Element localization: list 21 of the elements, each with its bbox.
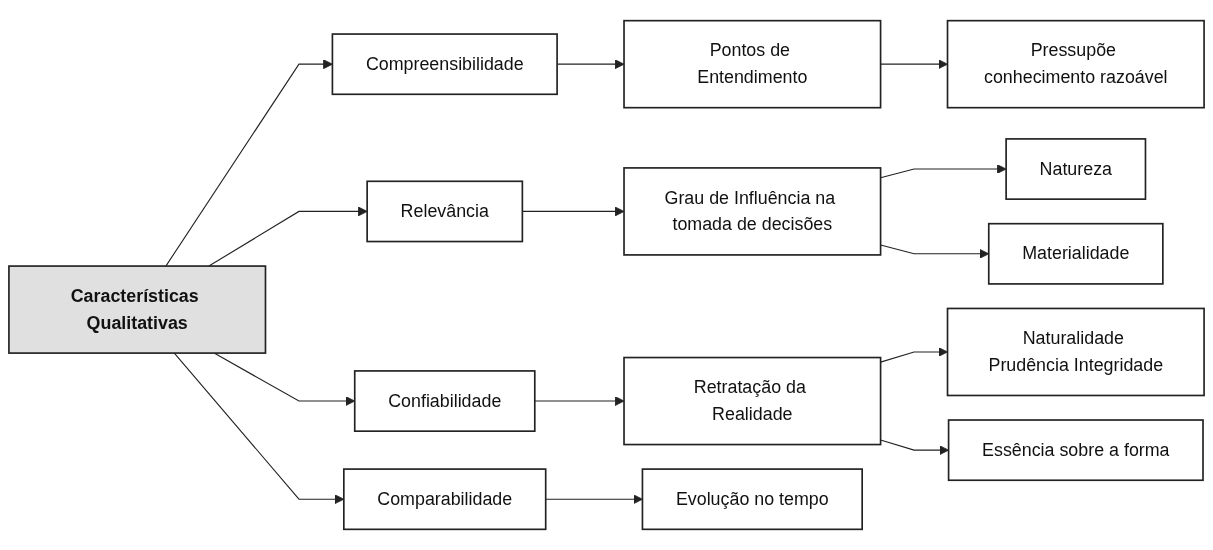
arrow [534, 396, 625, 406]
node-box: Evolução no tempo [641, 468, 863, 531]
arrow [208, 206, 368, 267]
arrow [880, 347, 948, 363]
arrow [880, 164, 1007, 179]
node-box: Retratação da Realidade [623, 356, 882, 446]
node-box: Grau de Influência na tomada de decisões [623, 167, 882, 256]
node-box: Compreensibilidade [331, 33, 558, 96]
node-box: Essência sobre a forma [947, 419, 1204, 482]
node-box: Pontos de Entendimento [623, 19, 882, 109]
node-box: Confiabilidade [353, 370, 536, 432]
node-box: Natureza [1005, 138, 1147, 200]
arrow [165, 59, 333, 267]
node-box: Características Qualitativas [8, 265, 267, 354]
node-box: Relevância [366, 180, 524, 243]
arrow [545, 494, 643, 505]
node-box: Materialidade [987, 222, 1164, 285]
arrow [880, 59, 948, 70]
node-box: Comparabilidade [343, 468, 547, 531]
node-box: Naturalidade Prudência Integridade [946, 307, 1205, 397]
node-box: Pressupõe conhecimento razoável [946, 19, 1205, 109]
